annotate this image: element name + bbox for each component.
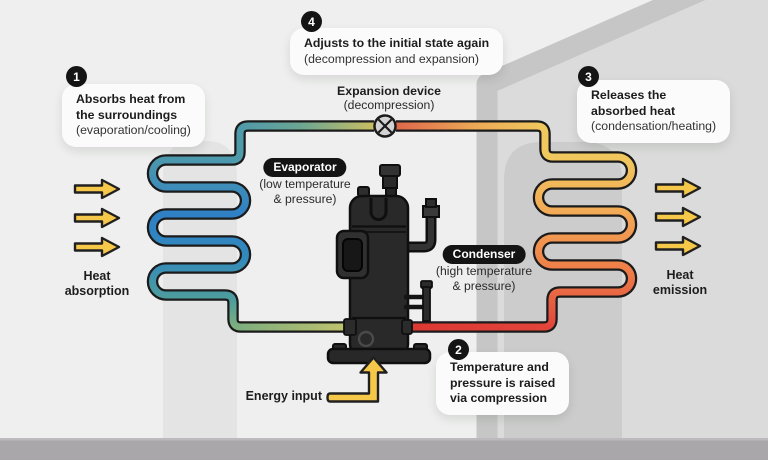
step-title-line: pressure is raised <box>450 375 556 390</box>
heat-emission-line: emission <box>652 283 708 297</box>
step-title-line: Adjusts to the initial state again <box>304 36 490 50</box>
heat-absorption-label: Heat absorption <box>65 269 130 299</box>
compressor <box>326 164 440 365</box>
step-title-line: absorbed heat <box>591 103 676 118</box>
condenser-sub-line: (high temperature <box>435 264 533 278</box>
condenser-sub-line: & pressure) <box>452 278 516 293</box>
expansion-valve-icon <box>373 114 397 138</box>
condenser-label: Condenser <box>442 245 526 264</box>
step-title-line: via compression <box>450 391 548 405</box>
floor <box>0 438 768 460</box>
energy-input-label: Energy input <box>245 389 322 403</box>
step-card-1: Absorbs heat from the surroundings (evap… <box>62 84 205 147</box>
step-note: (decompression and expansion) <box>304 51 479 66</box>
evaporator-sub-line: & pressure) <box>273 191 337 206</box>
evaporator-sublabel: (low temperature & pressure) <box>259 177 350 206</box>
step-title-line: the surroundings <box>76 107 178 122</box>
evaporator-label: Evaporator <box>263 158 347 177</box>
step-note: (evaporation/cooling) <box>76 123 191 137</box>
step-title-line: Temperature and <box>450 360 549 374</box>
heat-absorption-arrows <box>73 178 121 258</box>
expansion-device-title: Expansion device <box>337 84 441 98</box>
evaporator-coil <box>149 122 374 331</box>
heat-emission-line: Heat <box>666 268 694 282</box>
condenser-coil <box>396 122 635 331</box>
step-card-4: Adjusts to the initial state again (deco… <box>290 28 504 75</box>
step-note: (condensation/heating) <box>591 119 717 133</box>
heat-absorption-line: absorption <box>64 284 130 298</box>
step-badge-4: 4 <box>301 11 322 32</box>
step-badge-3: 3 <box>578 66 599 87</box>
step-title-line: Absorbs heat from <box>76 92 186 106</box>
step-title-line: Releases the <box>591 88 667 102</box>
step-card-2: Temperature and pressure is raised via c… <box>436 352 570 415</box>
heat-absorption-line: Heat <box>83 269 111 283</box>
evaporator-sub-line: (low temperature <box>259 177 351 191</box>
house-wall <box>476 0 706 460</box>
energy-input-arrow-icon <box>326 356 388 403</box>
step-badge-1: 1 <box>66 66 87 87</box>
step-badge-2: 2 <box>448 339 469 360</box>
condenser-sublabel: (high temperature & pressure) <box>436 264 532 293</box>
expansion-device-sub: (decompression) <box>343 98 435 112</box>
heat-emission-arrows <box>654 177 702 257</box>
step-card-3: Releases the absorbed heat (condensation… <box>577 80 731 143</box>
floor-edge <box>0 438 768 441</box>
heat-emission-label: Heat emission <box>653 268 707 298</box>
expansion-device-label: Expansion device (decompression) <box>337 84 441 112</box>
